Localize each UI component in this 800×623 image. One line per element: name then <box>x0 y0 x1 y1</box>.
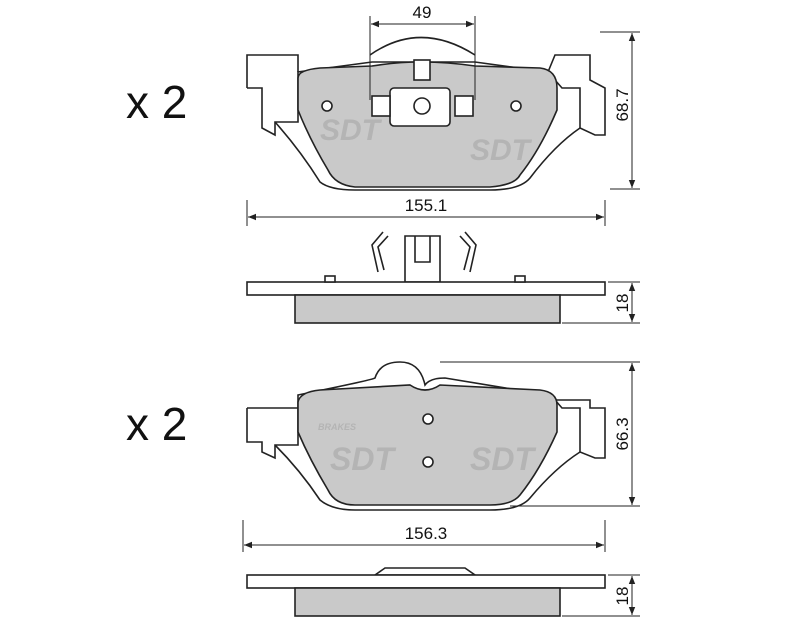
dimension-label: 18 <box>613 587 632 606</box>
quantity-label-bottom: x 2 <box>126 398 187 450</box>
dimension-label: 66.3 <box>613 417 632 450</box>
quantity-label-top: x 2 <box>126 76 187 128</box>
dimension-sensor-width: 49 <box>369 3 476 100</box>
top-pad-side-view <box>246 231 606 324</box>
dimension-thickness-bottom: 18 <box>562 574 640 617</box>
dimension-width-bottom: 156.3 <box>242 520 606 552</box>
svg-text:SDT: SDT <box>470 134 533 167</box>
dimension-width-top: 155.1 <box>246 196 606 226</box>
dimension-thickness-top: 18 <box>562 281 640 324</box>
dimension-label: 68.7 <box>613 88 632 121</box>
dimension-label: 49 <box>413 3 432 22</box>
dimension-label: 155.1 <box>405 196 448 215</box>
top-pad-front-view: SDT SDT <box>246 36 606 191</box>
bottom-pad-side-view <box>246 567 606 617</box>
dimension-label: 18 <box>613 294 632 313</box>
dimension-height-top: 68.7 <box>600 31 640 190</box>
dimension-height-bottom: 66.3 <box>440 361 640 507</box>
watermark-logo: SDT <box>320 114 383 147</box>
svg-text:SDT: SDT <box>470 441 536 477</box>
watermark-sub: BRAKES <box>318 422 356 432</box>
bottom-pad-front-view: SDT SDT BRAKES <box>246 361 606 511</box>
svg-text:SDT: SDT <box>330 441 396 477</box>
dimension-label: 156.3 <box>405 524 448 543</box>
